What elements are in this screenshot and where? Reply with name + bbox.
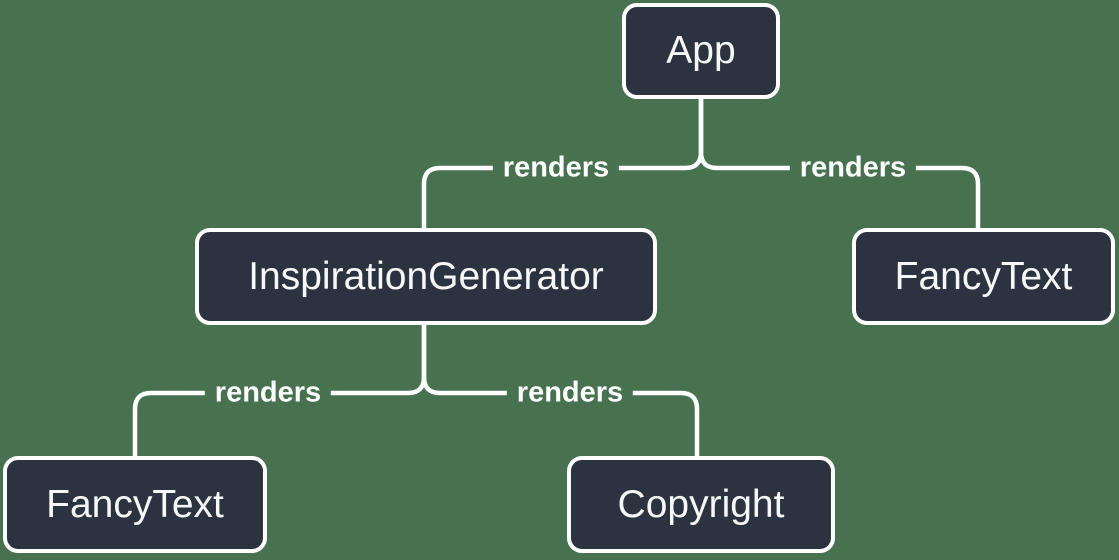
node-inspiration-generator-label: InspirationGenerator: [248, 254, 604, 298]
node-app-label: App: [666, 29, 736, 72]
node-fancy-text-left: FancyText: [3, 456, 267, 553]
node-copyright: Copyright: [567, 456, 835, 553]
node-copyright-label: Copyright: [617, 482, 785, 526]
node-fancy-text-right: FancyText: [852, 228, 1115, 325]
node-app: App: [622, 3, 780, 99]
node-fancy-text-right-label: FancyText: [894, 254, 1073, 298]
node-inspiration-generator: InspirationGenerator: [195, 228, 657, 325]
edge-label-inspiration-generator-fancy-text-left: renders: [204, 376, 332, 410]
edge-label-app-fancy-text-right: renders: [789, 151, 917, 185]
edge-label-app-inspiration-generator: renders: [492, 151, 620, 185]
node-fancy-text-left-label: FancyText: [46, 482, 224, 526]
edge-label-inspiration-generator-copyright: renders: [506, 376, 634, 410]
